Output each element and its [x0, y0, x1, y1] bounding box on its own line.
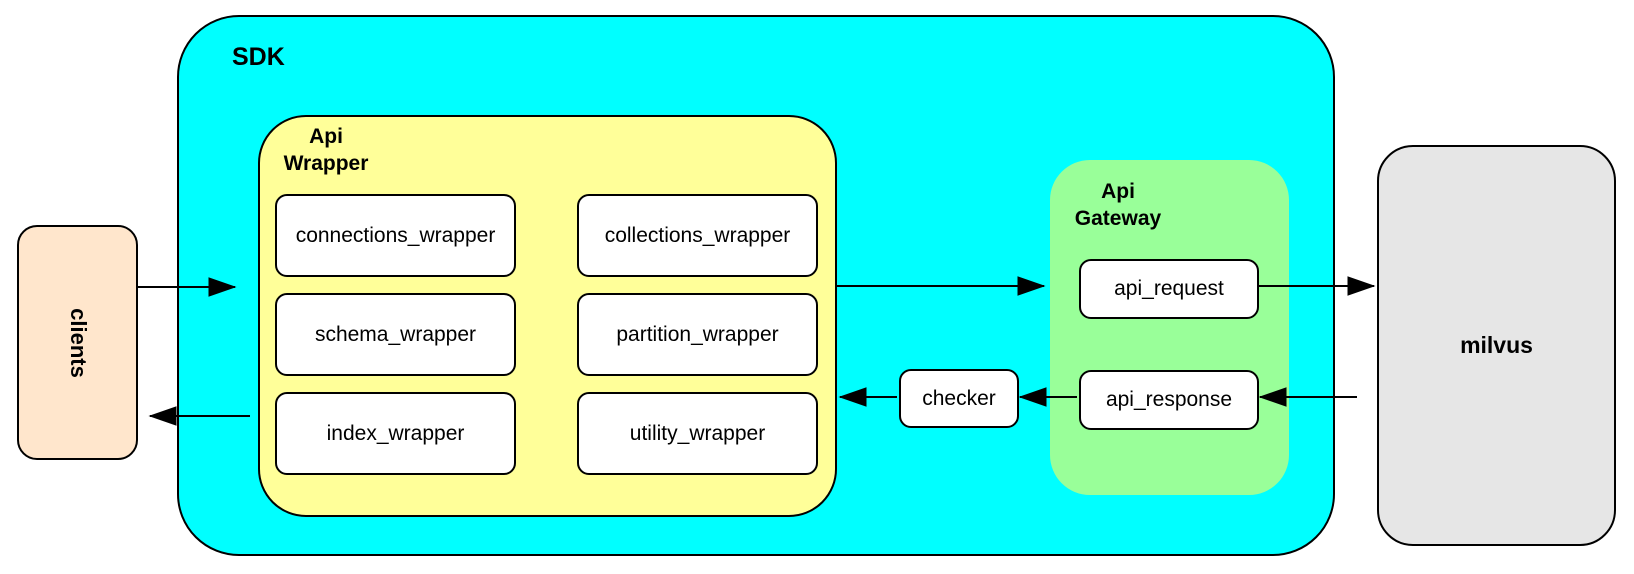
sdk-box: SDK Api Wrapper connections_wrapper coll…: [177, 15, 1335, 556]
node-connections-wrapper: connections_wrapper: [275, 194, 516, 277]
api-gateway-label: Api Gateway: [1074, 180, 1162, 231]
sdk-label: SDK: [232, 43, 285, 71]
api-wrapper-label: Api Wrapper: [283, 125, 369, 176]
node-collections-wrapper-label: collections_wrapper: [604, 223, 791, 247]
node-utility-wrapper: utility_wrapper: [577, 392, 818, 475]
api-gateway-box: Api Gateway api_request api_response: [1050, 160, 1289, 495]
api-wrapper-box: Api Wrapper connections_wrapper collecti…: [258, 115, 837, 517]
node-utility-wrapper-label: utility_wrapper: [629, 421, 766, 445]
node-index-wrapper: index_wrapper: [275, 392, 516, 475]
node-schema-wrapper-label: schema_wrapper: [314, 322, 477, 346]
node-partition-wrapper: partition_wrapper: [577, 293, 818, 376]
node-checker: checker: [899, 369, 1019, 428]
node-partition-wrapper-label: partition_wrapper: [616, 322, 779, 346]
node-index-wrapper-label: index_wrapper: [326, 421, 465, 445]
milvus-label: milvus: [1460, 332, 1533, 358]
clients-box: clients: [17, 225, 138, 460]
node-api-request: api_request: [1079, 259, 1259, 319]
node-checker-label: checker: [922, 386, 996, 410]
node-api-response: api_response: [1079, 370, 1259, 430]
milvus-box: milvus: [1377, 145, 1616, 546]
node-api-request-label: api_request: [1114, 277, 1224, 300]
node-connections-wrapper-label: connections_wrapper: [295, 223, 496, 247]
node-schema-wrapper: schema_wrapper: [275, 293, 516, 376]
clients-label: clients: [65, 307, 91, 378]
node-collections-wrapper: collections_wrapper: [577, 194, 818, 277]
node-api-response-label: api_response: [1105, 388, 1233, 411]
